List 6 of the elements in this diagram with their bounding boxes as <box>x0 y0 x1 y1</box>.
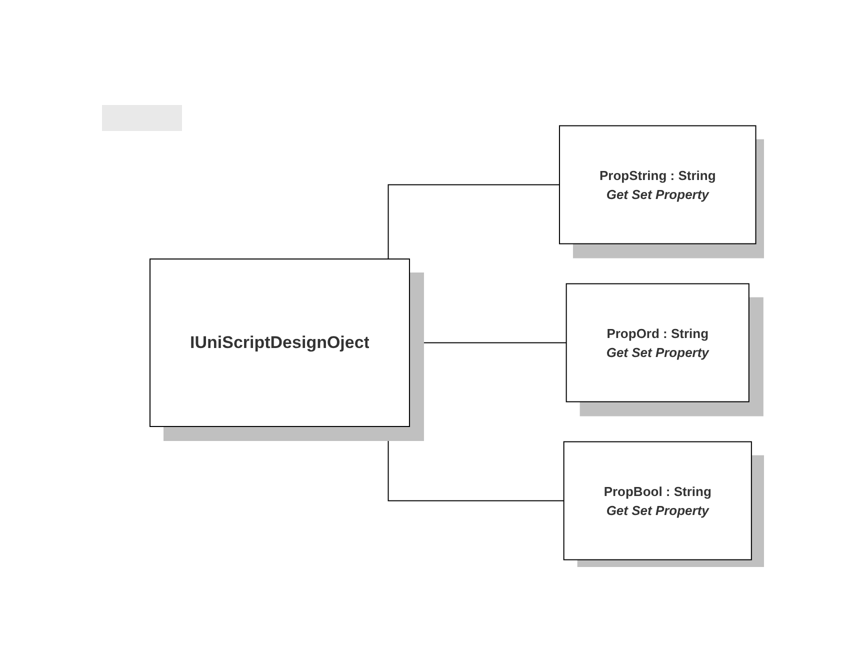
connector <box>409 342 567 343</box>
connector <box>388 184 560 260</box>
connector <box>388 426 564 501</box>
node-box: PropString : String Get Set Property <box>559 124 756 244</box>
node-box: PropBool : String Get Set Property <box>563 440 752 560</box>
node-box: IUniScriptDesignOject <box>150 258 410 427</box>
